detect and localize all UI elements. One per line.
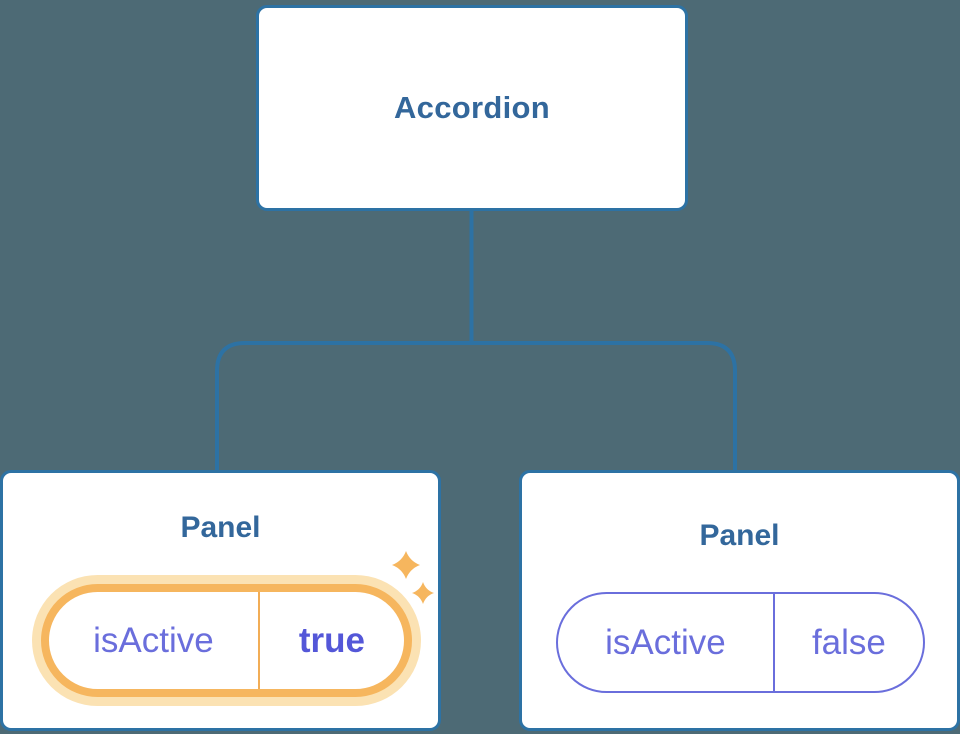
state-name-cell: isActive bbox=[558, 594, 773, 691]
state-pill-inactive: isActive false bbox=[556, 592, 925, 693]
panel-node-active: Panel isActive true bbox=[0, 470, 441, 731]
state-value: false bbox=[811, 622, 886, 662]
state-name: isActive bbox=[605, 622, 726, 662]
connector-branch bbox=[215, 341, 737, 472]
state-value-cell: false bbox=[775, 594, 923, 691]
state-value: true bbox=[298, 620, 366, 660]
sparkle-icon bbox=[392, 551, 434, 604]
state-pill-body: isActive true bbox=[41, 584, 412, 697]
pill-divider bbox=[772, 594, 775, 691]
panel-label: Panel bbox=[180, 511, 261, 544]
pill-divider bbox=[257, 592, 260, 689]
state-name: isActive bbox=[93, 620, 214, 660]
state-name-cell: isActive bbox=[49, 592, 258, 689]
panel-label: Panel bbox=[699, 519, 780, 552]
accordion-node: Accordion bbox=[256, 5, 688, 211]
state-value-cell: true bbox=[260, 592, 404, 689]
panel-node-inactive: Panel isActive false bbox=[519, 470, 960, 731]
accordion-label: Accordion bbox=[394, 90, 550, 125]
state-pill-active: isActive true bbox=[32, 575, 421, 706]
